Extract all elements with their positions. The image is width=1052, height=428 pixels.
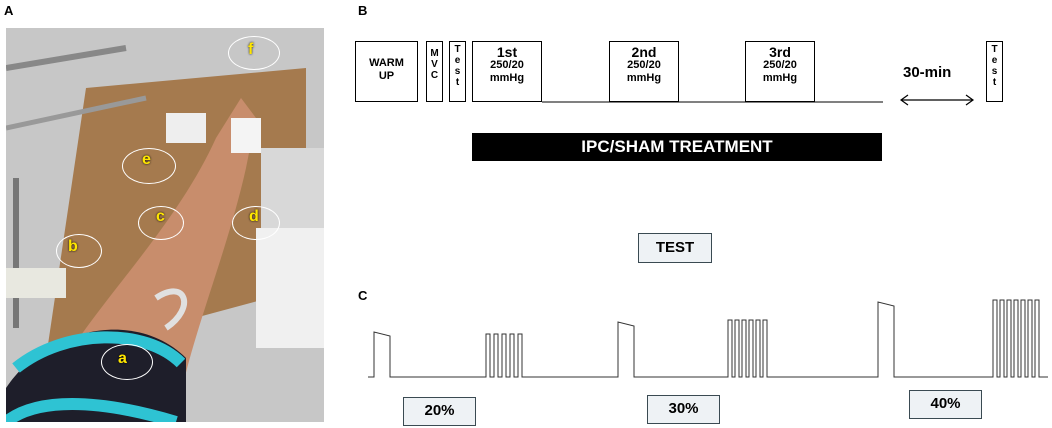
marker-circle-f [228,36,280,70]
wait-label: 30-min [903,64,952,81]
force-trace [368,299,1048,378]
warm-up-box: WARM UP [355,41,418,102]
force-trace-line [368,299,1048,378]
panel-b-letter: B [358,3,368,18]
experimental-setup-photo: a b c d e f [6,28,324,422]
test-label: TEST [638,233,712,263]
inflation-1-box: 1st 250/20 mmHg [472,41,542,102]
intensity-30-label: 30% [647,395,720,424]
inflation-2-ordinal: 2nd [631,44,657,60]
inflation-2-box: 2nd 250/20 mmHg [609,41,679,102]
marker-letter-c: c [156,208,165,225]
marker-circle-e [122,148,176,184]
inflation-1-unit: mmHg [489,72,525,84]
panel-c-letter: C [358,288,368,303]
wait-double-arrow [899,94,975,106]
test-letter: e [454,55,461,66]
inflation-1-pressure: 250/20 [490,59,524,71]
test-letter: e [991,55,998,66]
marker-circle-d [232,206,280,240]
protocol-baseline [542,101,883,103]
marker-circle-b [56,234,102,268]
test-letter: T [991,44,998,55]
test-letter: t [455,77,460,88]
marker-letter-a: a [118,350,127,367]
test-letter: s [991,66,998,77]
inflation-3-box: 3rd 250/20 mmHg [745,41,815,102]
inflation-2-unit: mmHg [626,72,662,84]
inflation-3-unit: mmHg [762,72,798,84]
inflation-3-ordinal: 3rd [769,44,791,60]
marker-circle-a [101,344,153,380]
marker-circle-c [138,206,184,240]
panel-a-letter: A [4,3,14,18]
test-letter: T [454,44,461,55]
inflation-1-ordinal: 1st [496,44,518,60]
inflation-3-pressure: 250/20 [763,59,797,71]
marker-letter-b: b [68,238,78,255]
warm-up-line1: WARM [369,57,404,69]
mvc-letter: V [431,59,438,70]
test-letter: s [454,66,461,77]
marker-letter-f: f [248,41,254,58]
test-letter: t [992,77,997,88]
marker-letter-d: d [249,208,259,225]
mvc-box: M V C [426,41,443,102]
marker-letter-e: e [142,151,151,168]
warm-up-line2: UP [378,70,395,82]
inflation-2-pressure: 250/20 [627,59,661,71]
mvc-letter: M [430,48,439,59]
intensity-40-label: 40% [909,390,982,419]
mvc-letter: C [430,70,439,81]
test-box-initial: T e s t [449,41,466,102]
test-box-final: T e s t [986,41,1003,102]
intensity-20-label: 20% [403,397,476,426]
ipc-sham-treatment-bar: IPC/SHAM TREATMENT [472,133,882,161]
